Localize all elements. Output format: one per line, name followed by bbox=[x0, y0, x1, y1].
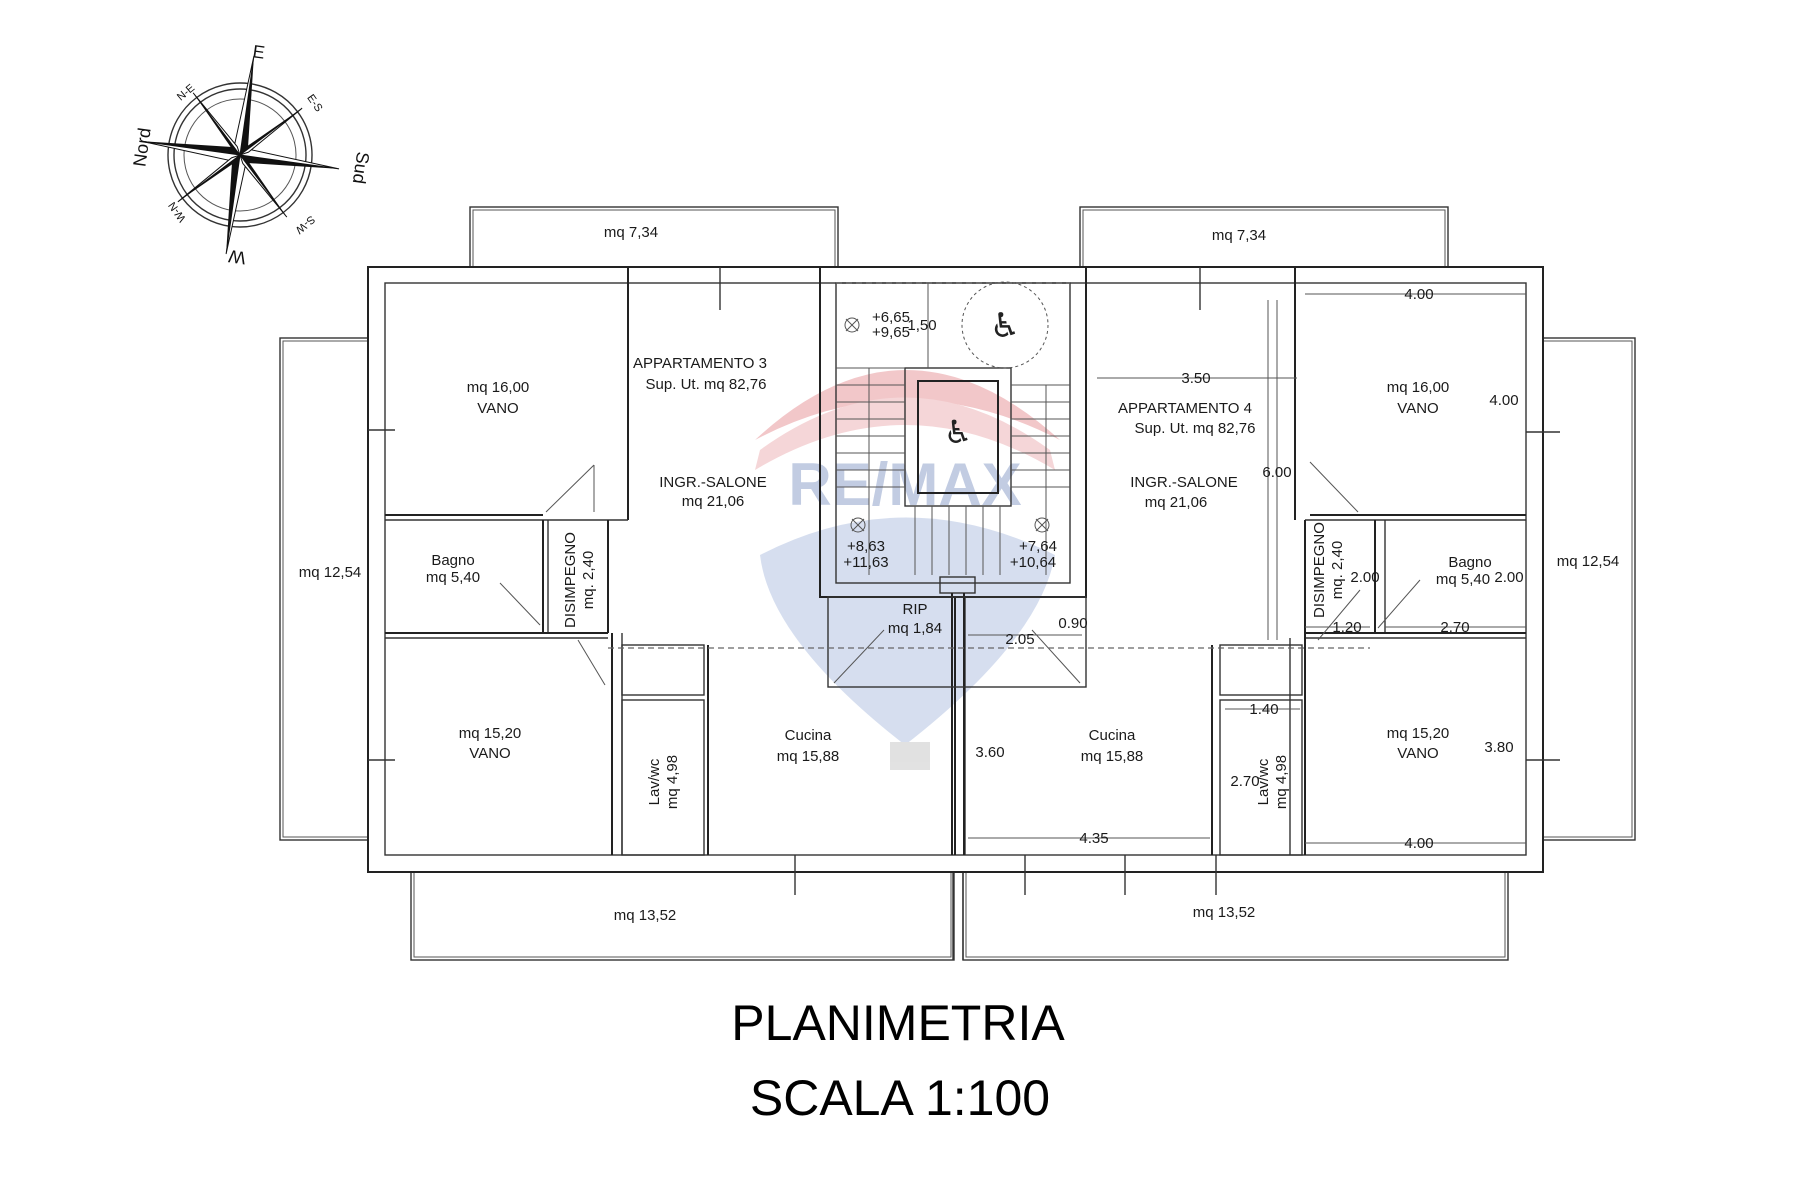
apt4-lavwc-name: Lav/wc bbox=[1255, 758, 1272, 805]
compass-west-label: W bbox=[227, 246, 247, 268]
apt4-cucina-area: mq 15,88 bbox=[1081, 748, 1144, 765]
stair-width: 1,50 bbox=[907, 317, 936, 334]
balcony-top-left-area: mq 7,34 bbox=[604, 224, 658, 241]
stairwell: ♿ ♿ bbox=[608, 281, 1370, 855]
apt3-vano-bottom-area: mq 15,20 bbox=[459, 725, 522, 742]
apt3-vano-top-area: mq 16,00 bbox=[467, 379, 530, 396]
apartment4-surface: Sup. Ut. mq 82,76 bbox=[1135, 420, 1256, 437]
compass-sw-label: S-W bbox=[292, 213, 317, 236]
apt3-lavwc-area: mq 4,98 bbox=[664, 755, 681, 809]
compass-north-label: Nord bbox=[129, 126, 154, 167]
apt3-vano-bottom-name: VANO bbox=[469, 745, 510, 762]
apt4-salone-name: INGR.-SALONE bbox=[1130, 474, 1238, 491]
apt3-lavwc-name: Lav/wc bbox=[646, 758, 663, 805]
apartment4-name: APPARTAMENTO 4 bbox=[1118, 400, 1252, 417]
apartment-3: APPARTAMENTO 3 Sup. Ut. mq 82,76 mq 16,0… bbox=[426, 355, 839, 809]
apt3-salone-name: INGR.-SALONE bbox=[659, 474, 767, 491]
compass-es-label: E-S bbox=[304, 92, 324, 114]
plan-title: PLANIMETRIA bbox=[731, 995, 1065, 1051]
dim-bagno-depth: 2.00 bbox=[1494, 569, 1523, 586]
balcony-left-area: mq 12,54 bbox=[299, 564, 362, 581]
dim-lavwc-depth: 2.70 bbox=[1230, 773, 1259, 790]
apt3-cucina-name: Cucina bbox=[785, 727, 832, 744]
apt3-bagno-area: mq 5,40 bbox=[426, 569, 480, 586]
apt3-disimpegno-name: DISIMPEGNO bbox=[562, 532, 579, 628]
dim-vano-top-width: 4.00 bbox=[1404, 286, 1433, 303]
apt4-vano-bottom-area: mq 15,20 bbox=[1387, 725, 1450, 742]
level-br-1: +7,64 bbox=[1019, 538, 1057, 555]
balcony-bottom-left-area: mq 13,52 bbox=[614, 907, 677, 924]
wheelchair-icon: ♿ bbox=[990, 306, 1020, 346]
level-bl-2: +11,63 bbox=[843, 554, 888, 571]
dim-disimpegno-depth: 2.00 bbox=[1350, 569, 1379, 586]
dim-salone-depth: 6.00 bbox=[1262, 464, 1291, 481]
apt4-vano-bottom-name: VANO bbox=[1397, 745, 1438, 762]
compass-south-label: Sud bbox=[349, 151, 373, 186]
apt3-cucina-area: mq 15,88 bbox=[777, 748, 840, 765]
apt4-cucina-name: Cucina bbox=[1089, 727, 1136, 744]
window-marks bbox=[368, 267, 1560, 895]
apt3-vano-top-name: VANO bbox=[477, 400, 518, 417]
dimension-lines bbox=[968, 293, 1526, 844]
apt4-disimpegno-area: mq. 2,40 bbox=[1329, 541, 1346, 599]
apt3-disimpegno-area: mq. 2,40 bbox=[580, 551, 597, 609]
apartment-4: APPARTAMENTO 4 Sup. Ut. mq 82,76 mq 16,0… bbox=[975, 286, 1523, 852]
apt4-vano-top-name: VANO bbox=[1397, 400, 1438, 417]
compass-wn-label: W-N bbox=[166, 199, 188, 224]
rip-depth: 0.90 bbox=[1058, 615, 1087, 632]
apartment4-walls bbox=[1211, 267, 1526, 856]
dim-vano-top-depth: 4.00 bbox=[1489, 392, 1518, 409]
apt4-lavwc-area: mq 4,98 bbox=[1273, 755, 1290, 809]
svg-text:♿: ♿ bbox=[944, 413, 973, 451]
dim-lavwc-width: 1.40 bbox=[1249, 701, 1278, 718]
level-bl-1: +8,63 bbox=[847, 538, 885, 555]
apt3-salone-area: mq 21,06 bbox=[682, 493, 745, 510]
stairwell-labels: +6,65 +9,65 1,50 +8,63 +11,63 +7,64 +10,… bbox=[843, 309, 1087, 648]
dim-bagno-width: 2.70 bbox=[1440, 619, 1469, 636]
dim-salone-width: 3.50 bbox=[1181, 370, 1210, 387]
apt4-bagno-area: mq 5,40 bbox=[1436, 571, 1490, 588]
apt4-bagno-name: Bagno bbox=[1448, 554, 1491, 571]
balcony-top-right-area: mq 7,34 bbox=[1212, 227, 1266, 244]
apt4-vano-top-area: mq 16,00 bbox=[1387, 379, 1450, 396]
rip-name: RIP bbox=[902, 601, 927, 618]
dim-vano-bottom-width: 4.00 bbox=[1404, 835, 1433, 852]
apartment3-surface: Sup. Ut. mq 82,76 bbox=[646, 376, 767, 393]
dim-cucina-depth: 3.60 bbox=[975, 744, 1004, 761]
apt3-bagno-name: Bagno bbox=[431, 552, 474, 569]
level-tl-2: +9,65 bbox=[872, 324, 910, 341]
svg-text:♿: ♿ bbox=[990, 306, 1020, 346]
rip-area: mq 1,84 bbox=[888, 620, 942, 637]
dim-disimpegno-width: 1.20 bbox=[1332, 619, 1361, 636]
apt4-salone-area: mq 21,06 bbox=[1145, 494, 1208, 511]
level-br-2: +10,64 bbox=[1010, 554, 1056, 571]
dim-vano-bottom-depth: 3.80 bbox=[1484, 739, 1513, 756]
compass-rose bbox=[140, 55, 340, 255]
balcony-bottom-right-area: mq 13,52 bbox=[1193, 904, 1256, 921]
plan-scale: SCALA 1:100 bbox=[750, 1070, 1050, 1126]
apartment3-name: APPARTAMENTO 3 bbox=[633, 355, 767, 372]
apt4-disimpegno-name: DISIMPEGNO bbox=[1311, 522, 1328, 618]
rip-width: 2.05 bbox=[1005, 631, 1034, 648]
compass-east-label: E bbox=[251, 41, 266, 62]
elevator-wheelchair-icon: ♿ bbox=[944, 413, 973, 451]
dim-cucina-width: 4.35 bbox=[1079, 830, 1108, 847]
level-tl-1: +6,65 bbox=[872, 309, 910, 326]
balcony-right-area: mq 12,54 bbox=[1557, 553, 1620, 570]
